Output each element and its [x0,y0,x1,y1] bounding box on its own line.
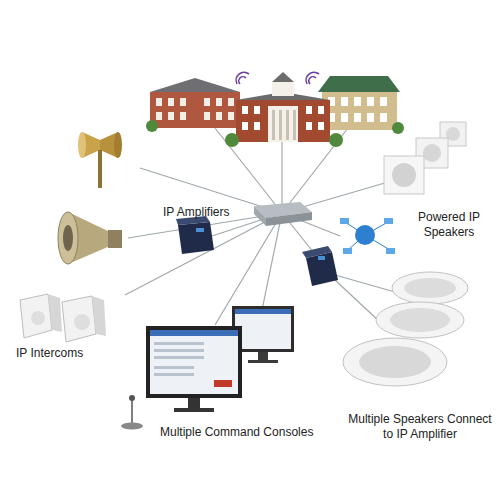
horn-speaker [58,212,122,264]
ceiling-speaker [343,272,468,386]
caption-label: Multiple Command Consoles [160,425,340,440]
caption-label: IP Amplifiers [163,205,253,220]
school-buildings [146,72,404,147]
ip-intercom [20,294,106,342]
network-switch [254,202,312,226]
caption-label: Multiple Speakers Connect to IP Amplifie… [346,412,494,442]
network-icon [340,218,395,254]
ip-amplifier [176,216,214,254]
network-links [125,128,395,325]
caption-label: Powered IP Speakers [410,210,488,240]
command-console [121,306,294,430]
powered-speaker [384,122,466,194]
horn-speaker [78,132,122,188]
caption-label: IP Intercoms [16,346,116,361]
ip-amplifier [302,246,338,286]
